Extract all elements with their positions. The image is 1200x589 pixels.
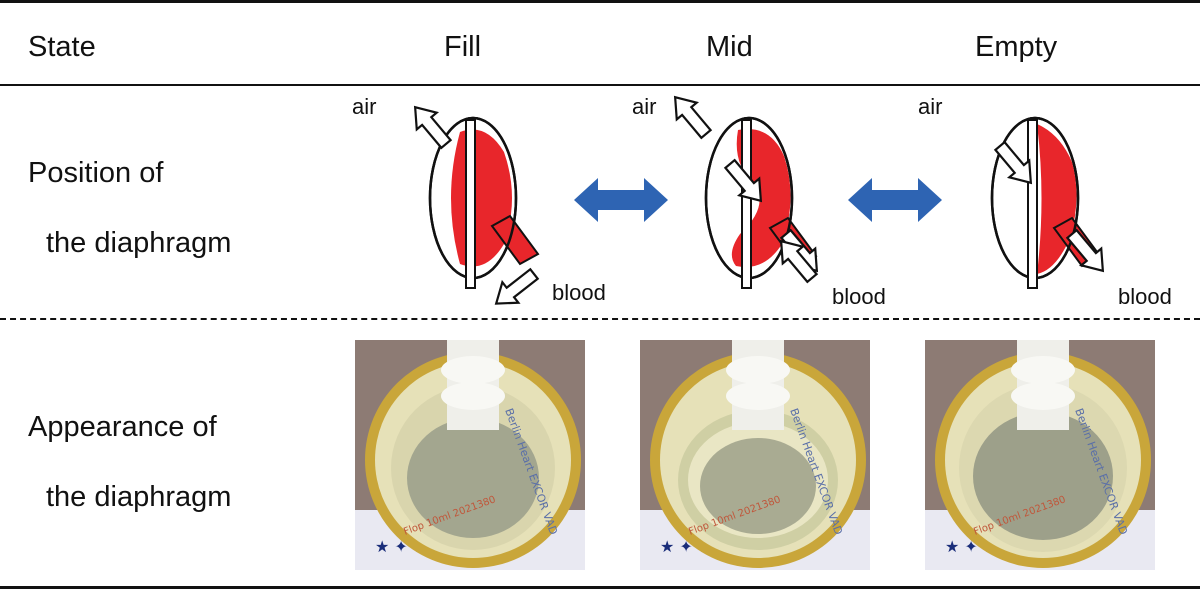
position-row-label: Position of the diaphragm [28,156,231,260]
mid-empty-double-arrow [846,176,944,224]
mid-diagram: air blood [632,94,936,314]
position-label-line1: Position of [28,157,164,189]
table-bottom-rule [0,586,1200,589]
empty-photo: ★ ✦ ★ ✦ ★ ✦ ★ Berlin Heart EXCOR VAD Flo… [925,340,1155,570]
empty-diagram: air blood [918,94,1200,314]
appearance-label-line1: Appearance of [28,411,217,443]
fill-blood-label: blood [552,280,606,305]
header-fill: Fill [444,31,482,63]
table-top-rule [0,0,1200,3]
header-state: State [28,31,96,63]
header-empty: Empty [975,31,1058,63]
mid-air-label: air [632,94,657,119]
appearance-row-label: Appearance of the diaphragm [28,410,231,514]
header-mid: Mid [706,31,753,63]
position-label-line2: the diaphragm [46,227,232,259]
empty-air-label: air [918,94,943,119]
fill-photo: ★ ✦ ★ ✦ ★ ✦ ★ Berlin Heart EXCOR VAD Flo… [355,340,585,570]
mid-photo: ★ ✦ ★ ✦ ★ ✦ ★ Berlin Heart EXCOR VAD Flo… [640,340,870,570]
appearance-label-line2: the diaphragm [46,481,232,513]
empty-blood-label: blood [1118,284,1172,309]
mid-blood-label: blood [832,284,886,309]
fill-diagram: air blood [352,94,660,314]
header-rule [0,84,1200,86]
fill-air-label: air [352,94,377,119]
dashed-separator [0,318,1200,320]
fill-mid-double-arrow [572,176,670,224]
